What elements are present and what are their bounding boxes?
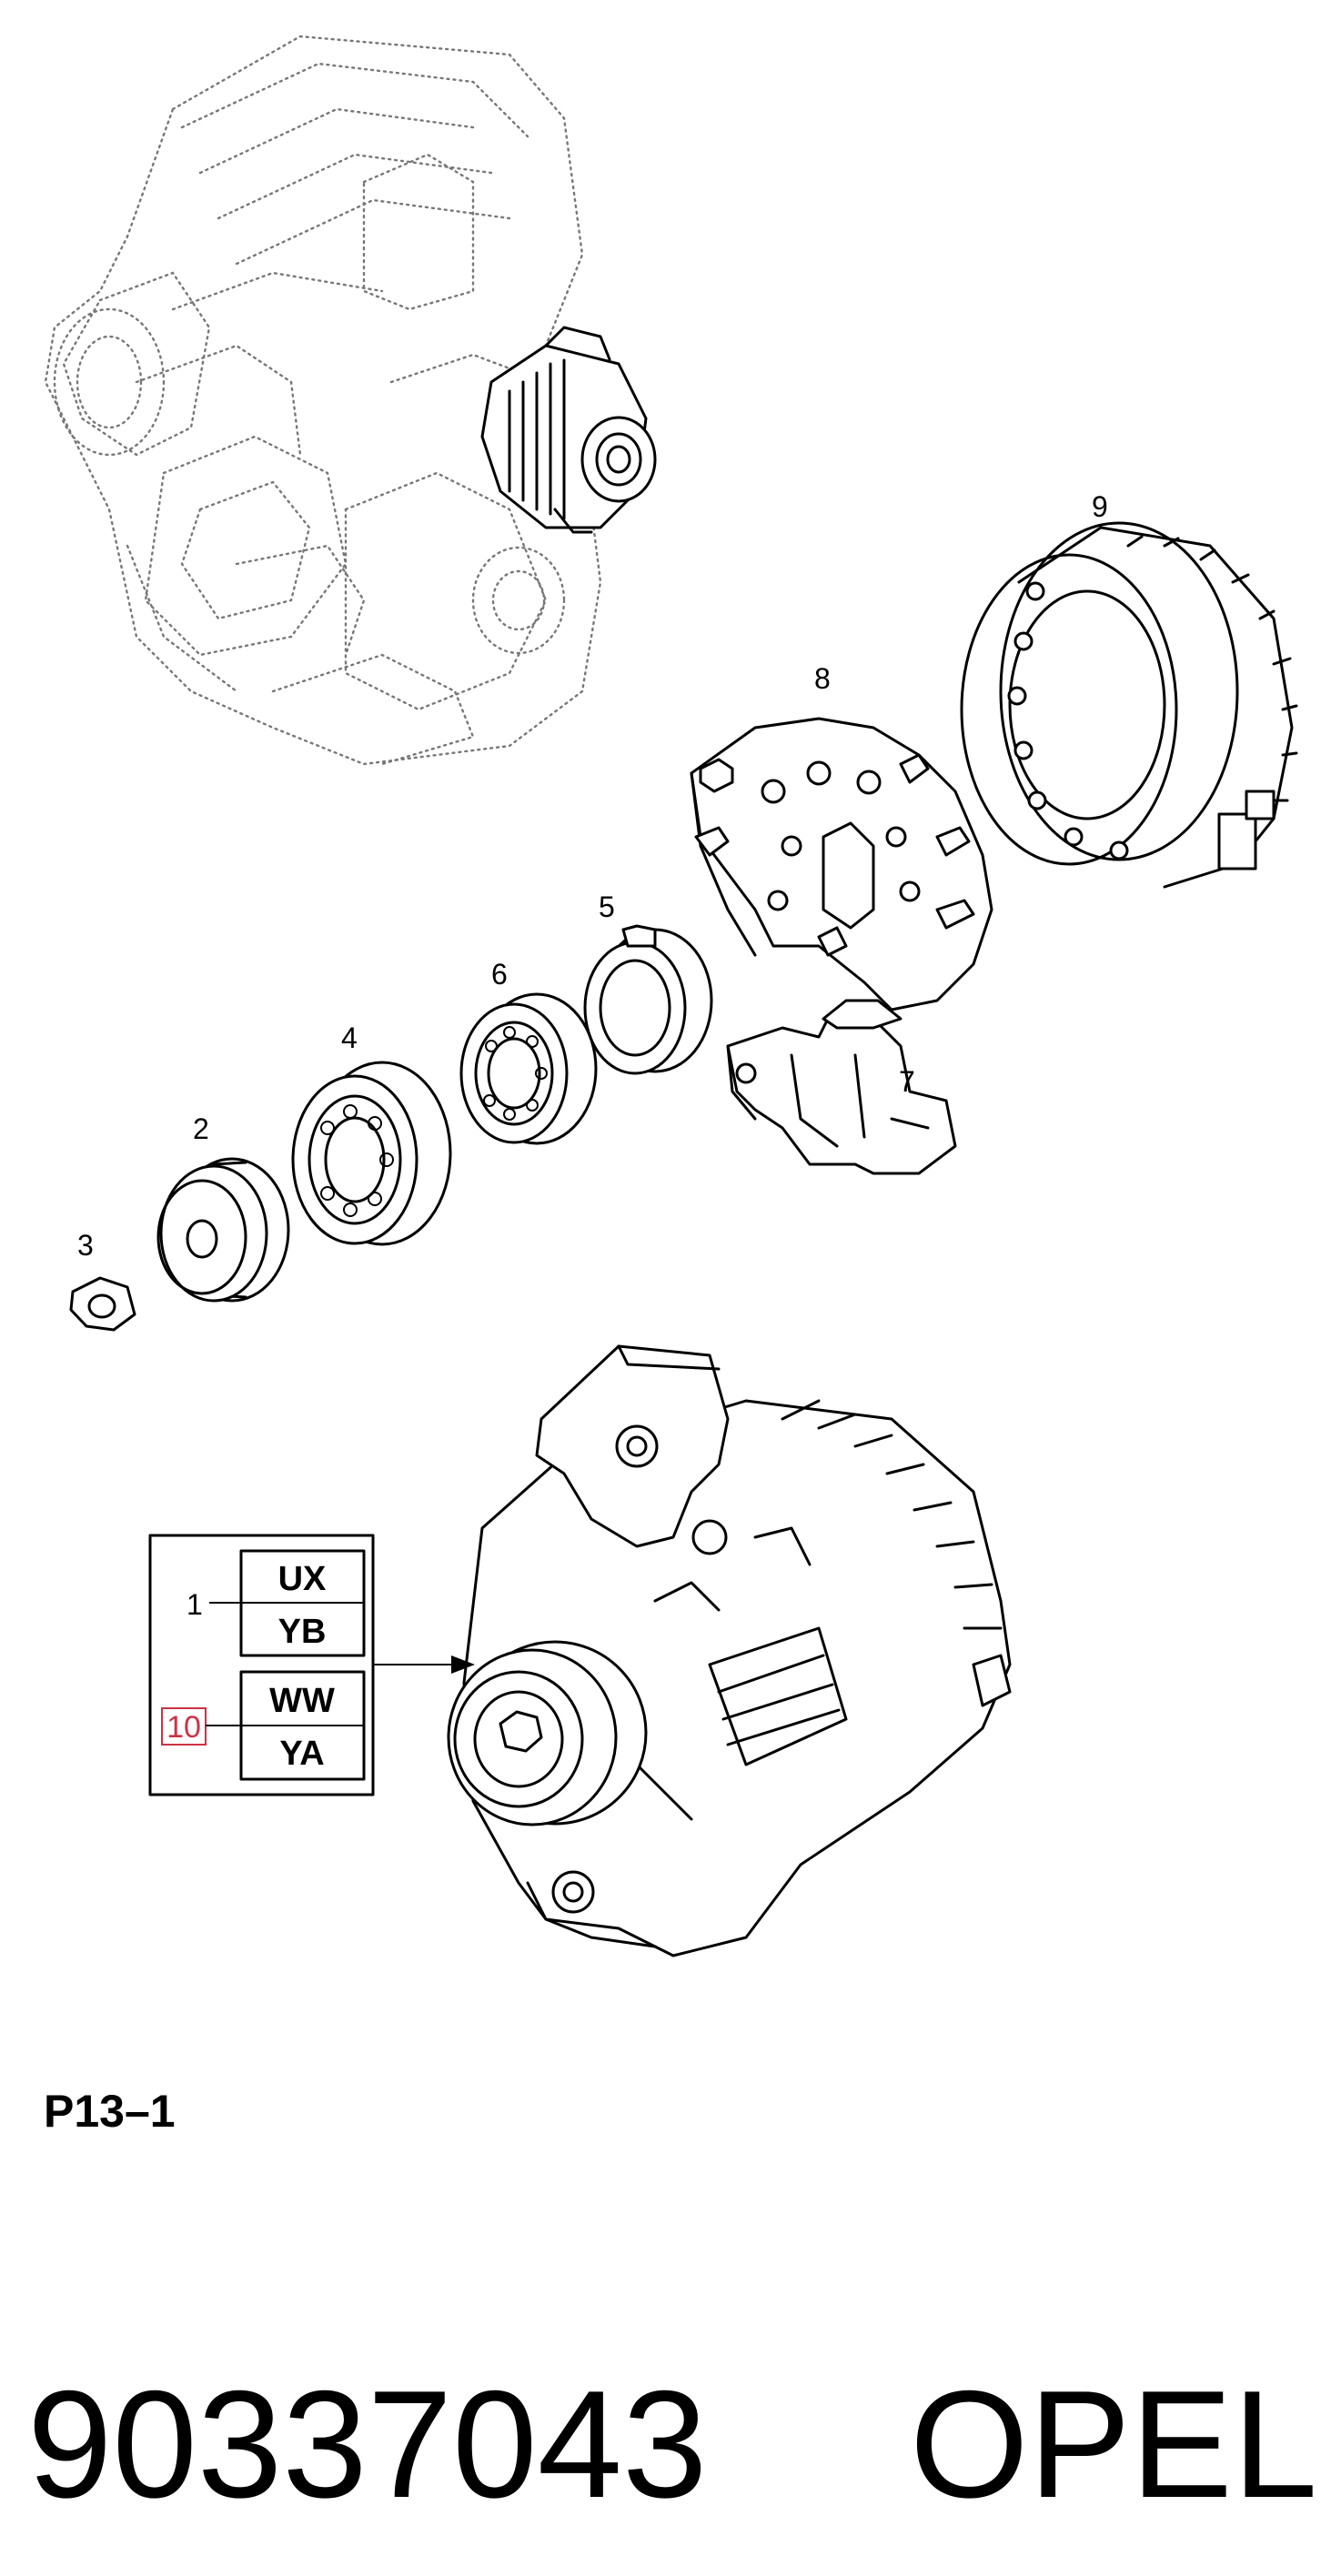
part-4-bearing: 4	[291, 1021, 452, 1246]
callout-10: 10	[166, 1710, 201, 1745]
engine-outline	[44, 35, 602, 766]
part-number: 90337043	[27, 2359, 707, 2530]
callout-9: 9	[1092, 490, 1108, 523]
part-3-nut: 3	[69, 1229, 136, 1332]
alternator-on-engine	[480, 326, 657, 534]
code-ww: WW	[269, 1682, 335, 1720]
brand-name: OPEL	[910, 2359, 1317, 2530]
callout-2: 2	[193, 1112, 209, 1145]
callout-3: 3	[77, 1229, 94, 1262]
part-2-pulley: 2	[156, 1112, 290, 1303]
part-9-housing: 9	[960, 490, 1298, 889]
code-ux: UX	[278, 1560, 327, 1598]
code-ya: YA	[279, 1735, 324, 1773]
code-yb: YB	[278, 1613, 327, 1651]
callout-4: 4	[341, 1021, 358, 1054]
part-7-regulator: 7	[726, 999, 957, 1175]
callout-6: 6	[491, 958, 508, 991]
part-5-sleeve: 5	[583, 891, 713, 1075]
callout-1: 1	[187, 1588, 203, 1621]
assembled-alternator	[447, 1344, 1012, 1957]
code-table: UX YB WW YA 1 10	[148, 1534, 475, 1796]
callout-7: 7	[899, 1065, 915, 1098]
part-6-bearing: 6	[459, 958, 598, 1145]
callout-5: 5	[599, 891, 615, 923]
callout-8: 8	[814, 662, 831, 695]
part-8-rectifier: 8	[690, 662, 993, 1011]
sheet-label: P13–1	[44, 2086, 176, 2137]
arrow-to-alternator	[451, 1655, 475, 1674]
